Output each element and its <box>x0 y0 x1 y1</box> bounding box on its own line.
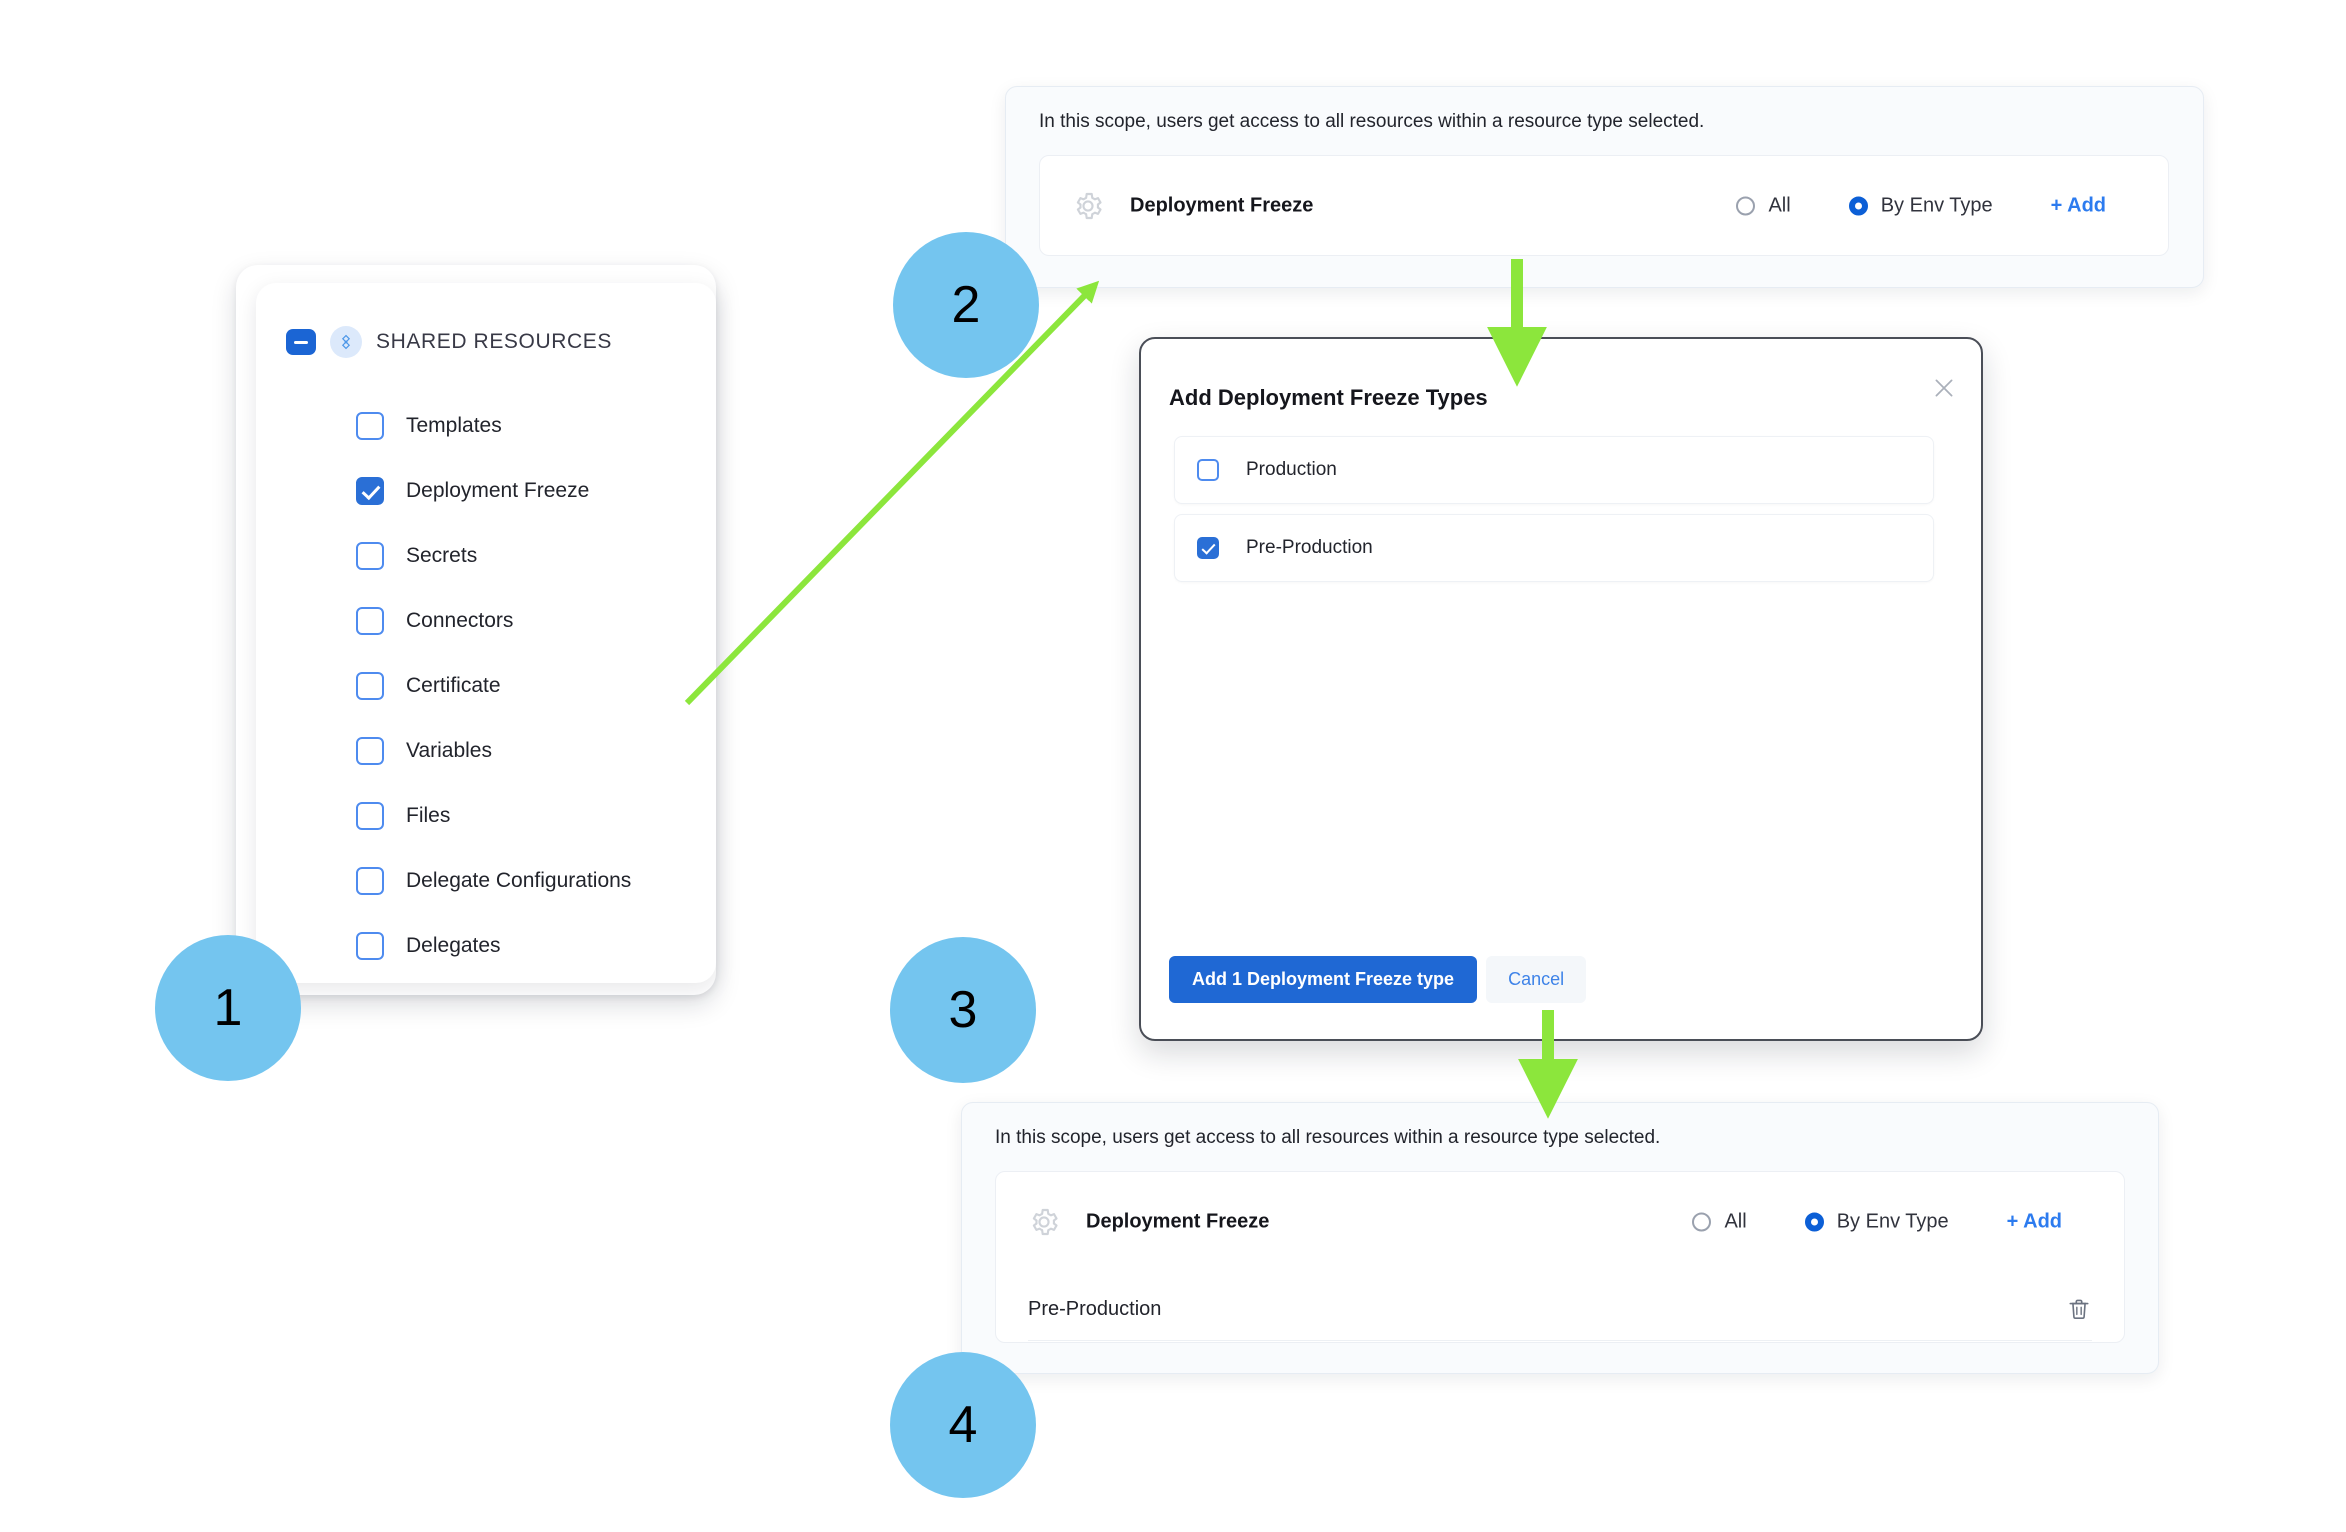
minus-icon[interactable] <box>286 329 316 355</box>
scope-resource-name: Deployment Freeze <box>1086 1210 1270 1232</box>
radio-by-env-type-icon[interactable] <box>1804 1212 1824 1231</box>
modal-option-pre-production[interactable]: Pre-Production <box>1174 514 1934 582</box>
resources-icon <box>330 326 362 358</box>
shared-resources-list: Templates Deployment Freeze Secrets Conn… <box>356 393 696 978</box>
resource-label: Connectors <box>406 608 514 632</box>
shared-resources-title: SHARED RESOURCES <box>376 330 612 353</box>
scope-note: In this scope, users get access to all r… <box>1039 111 1705 132</box>
checkbox-secrets[interactable] <box>356 541 384 570</box>
checkbox-delegate-configurations[interactable] <box>356 866 384 895</box>
checkbox-files[interactable] <box>356 801 384 830</box>
resource-label: Files <box>406 803 451 827</box>
resource-item-variables[interactable]: Variables <box>356 718 696 783</box>
radio-all-icon[interactable] <box>1736 196 1756 215</box>
gear-icon <box>1072 190 1104 222</box>
modal-option-label: Production <box>1246 459 1337 480</box>
radio-by-env-type-icon[interactable] <box>1848 196 1868 215</box>
resource-item-files[interactable]: Files <box>356 783 696 848</box>
radio-by-env-type-label: By Env Type <box>1836 1210 1949 1232</box>
cancel-button[interactable]: Cancel <box>1486 956 1587 1003</box>
resource-item-connectors[interactable]: Connectors <box>356 588 696 653</box>
scope-note: In this scope, users get access to all r… <box>995 1127 1661 1148</box>
resource-label: Templates <box>406 413 502 437</box>
radio-by-env-type-label: By Env Type <box>1880 194 1993 216</box>
shared-resources-panel: SHARED RESOURCES Templates Deployment Fr… <box>256 283 716 983</box>
scope-resource-row: Deployment Freeze All By Env Type + Add <box>1040 156 2168 255</box>
scope-resource-card: Deployment Freeze All By Env Type + Add <box>1039 155 2169 256</box>
radio-option-all[interactable]: All <box>1692 1210 1747 1233</box>
trash-icon[interactable] <box>2066 1296 2092 1322</box>
checkbox-templates[interactable] <box>356 411 384 440</box>
radio-option-all[interactable]: All <box>1736 194 1791 217</box>
modal-footer: Add 1 Deployment Freeze type Cancel <box>1169 956 1587 1003</box>
resource-label: Certificate <box>406 673 501 697</box>
scope-resource-row: Deployment Freeze All By Env Type + Add <box>996 1172 2124 1271</box>
checkbox-deployment-freeze[interactable] <box>356 476 384 505</box>
resource-label: Deployment Freeze <box>406 478 590 502</box>
step-marker-4: 4 <box>890 1352 1036 1498</box>
scope-resource-card: Deployment Freeze All By Env Type + Add … <box>995 1171 2125 1343</box>
step-marker-1: 1 <box>155 935 301 1081</box>
resource-item-certificate[interactable]: Certificate <box>356 653 696 718</box>
add-button[interactable]: + Add <box>2006 1210 2062 1232</box>
add-freeze-type-button[interactable]: Add 1 Deployment Freeze type <box>1169 956 1478 1003</box>
step-marker-2: 2 <box>893 232 1039 378</box>
resource-label: Secrets <box>406 543 478 567</box>
modal-option-label: Pre-Production <box>1246 537 1373 558</box>
deployment-freeze-type-list: Production Pre-Production <box>1174 436 1934 592</box>
scope-type-radio-group: All By Env Type + Add <box>1736 194 2168 217</box>
close-icon[interactable] <box>1931 375 1957 401</box>
resource-label: Delegates <box>406 933 501 957</box>
radio-all-label: All <box>1724 1210 1747 1232</box>
resource-item-delegates[interactable]: Delegates <box>356 913 696 978</box>
resource-label: Variables <box>406 738 492 762</box>
scope-panel-before: In this scope, users get access to all r… <box>1005 86 2204 288</box>
checkbox-connectors[interactable] <box>356 606 384 635</box>
scope-resource-name: Deployment Freeze <box>1130 194 1314 216</box>
shared-resources-header[interactable]: SHARED RESOURCES <box>286 326 612 358</box>
checkbox-certificate[interactable] <box>356 671 384 700</box>
checkbox-production[interactable] <box>1197 459 1219 481</box>
resource-item-deployment-freeze[interactable]: Deployment Freeze <box>356 458 696 523</box>
selected-value-label: Pre-Production <box>1028 1297 1162 1320</box>
resource-item-templates[interactable]: Templates <box>356 393 696 458</box>
modal-option-production[interactable]: Production <box>1174 436 1934 504</box>
add-deployment-freeze-types-modal: Add Deployment Freeze Types Production P… <box>1139 337 1983 1041</box>
radio-all-label: All <box>1768 194 1791 216</box>
resource-label: Delegate Configurations <box>406 868 632 892</box>
selected-value-row: Pre-Production <box>1028 1278 2092 1341</box>
modal-title: Add Deployment Freeze Types <box>1169 385 1488 410</box>
arrow-step1-to-step2 <box>684 280 1100 706</box>
step-marker-3: 3 <box>890 937 1036 1083</box>
checkbox-delegates[interactable] <box>356 931 384 960</box>
checkbox-variables[interactable] <box>356 736 384 765</box>
gear-icon <box>1028 1206 1060 1238</box>
resource-item-delegate-configurations[interactable]: Delegate Configurations <box>356 848 696 913</box>
checkbox-pre-production[interactable] <box>1197 537 1219 559</box>
add-button[interactable]: + Add <box>2050 194 2106 216</box>
scope-type-radio-group: All By Env Type + Add <box>1692 1210 2124 1233</box>
resource-item-secrets[interactable]: Secrets <box>356 523 696 588</box>
radio-option-by-env-type[interactable]: By Env Type <box>1804 1210 1949 1233</box>
radio-all-icon[interactable] <box>1692 1212 1712 1231</box>
radio-option-by-env-type[interactable]: By Env Type <box>1848 194 1993 217</box>
scope-panel-after: In this scope, users get access to all r… <box>961 1102 2159 1374</box>
